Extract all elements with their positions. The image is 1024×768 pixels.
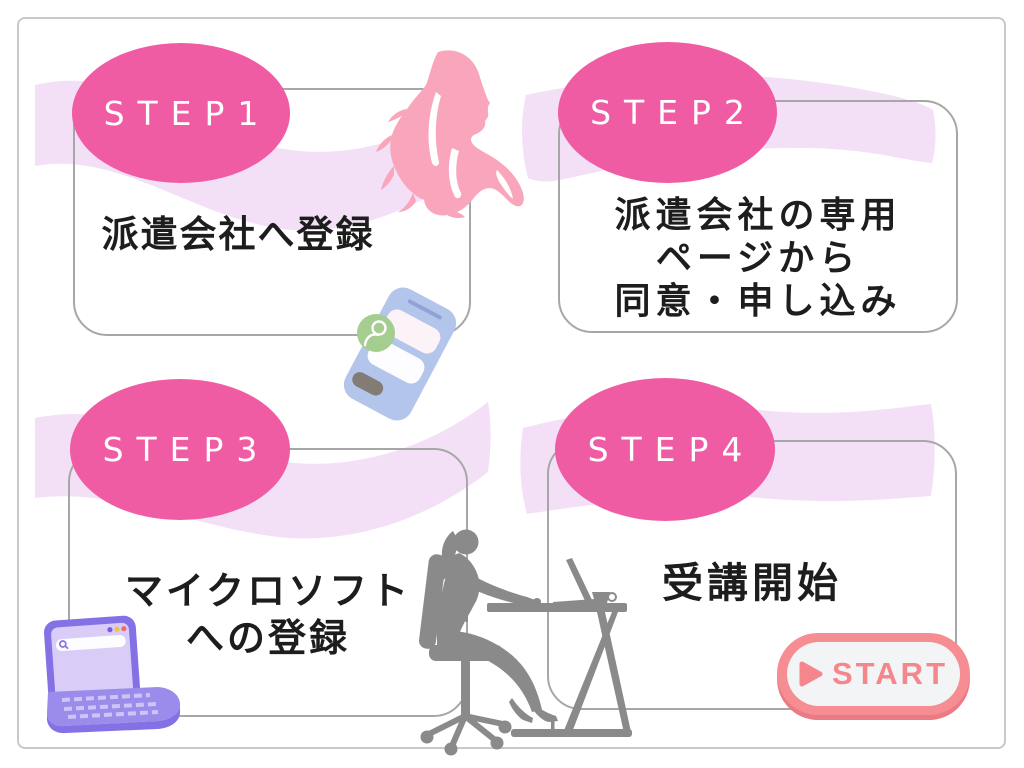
step3-title: マイクロソフト への登録 — [68, 568, 468, 662]
step1-title: 派遣会社へ登録 — [73, 204, 403, 258]
step3-line: への登録 — [185, 616, 350, 660]
step2-badge: STEP2 — [558, 42, 777, 183]
step1-line: 派遣会社へ登録 — [101, 213, 375, 256]
step2-line: 派遣会社の専用 — [614, 195, 902, 236]
step2-line: ページから — [655, 238, 861, 279]
step1-badge: STEP1 — [72, 43, 290, 183]
play-icon — [799, 661, 823, 687]
step4-badge: STEP4 — [555, 378, 775, 521]
step1-badge-label: STEP1 — [103, 93, 272, 133]
start-button-face: START — [787, 642, 960, 706]
step2-title: 派遣会社の専用 ページから 同意・申し込み — [558, 194, 958, 323]
step3-line: マイクロソフト — [124, 569, 412, 613]
poster-border — [17, 17, 1006, 749]
step3-badge-label: STEP3 — [102, 430, 271, 469]
start-button[interactable]: START — [777, 633, 970, 715]
step4-badge-label: STEP4 — [587, 430, 756, 469]
step2-badge-label: STEP2 — [590, 93, 758, 132]
start-button-label: START — [831, 656, 949, 691]
step3-badge: STEP3 — [70, 379, 290, 520]
step2-line: 同意・申し込み — [614, 281, 902, 322]
step4-title: 受講開始 — [547, 549, 957, 609]
step4-line: 受講開始 — [662, 559, 842, 607]
